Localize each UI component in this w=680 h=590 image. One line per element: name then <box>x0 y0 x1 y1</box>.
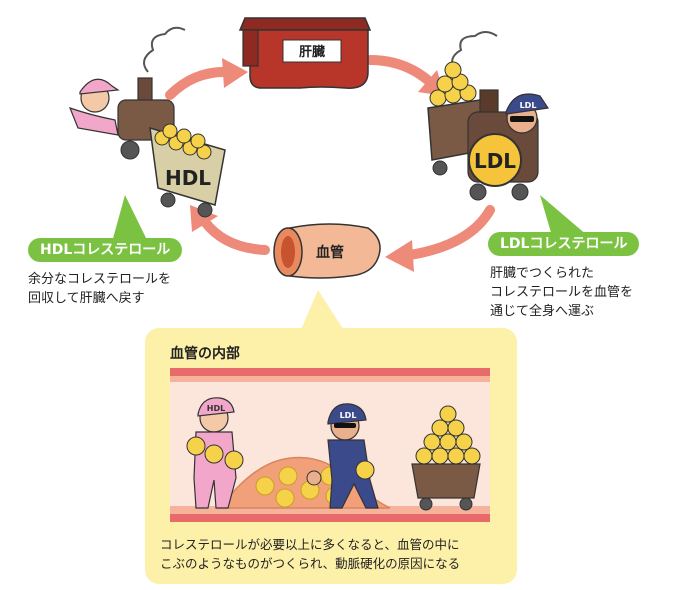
panel-caption: コレステロールが必要以上に多くなると、血管の中に こぶのようなものがつくられ、動… <box>160 535 510 573</box>
liver-label: 肝臓 <box>299 44 325 60</box>
liver-building: 肝臓 <box>240 18 370 88</box>
hdl-callout-tail <box>112 195 148 242</box>
vessel-wall-top <box>170 368 490 376</box>
arrow-ldl-to-vessel <box>385 210 490 272</box>
ldl-cap-label: LDL <box>340 411 357 420</box>
ldl-description-line: コレステロールを血管を <box>490 283 633 302</box>
hdl-description-line: 余分なコレステロールを <box>28 270 171 289</box>
panel-caption-line: コレステロールが必要以上に多くなると、血管の中に <box>160 535 510 554</box>
hdl-bubble: HDLコレステロール <box>28 238 182 262</box>
ldl-train: LDL LDL <box>428 32 548 200</box>
ldl-callout-tail <box>540 195 588 236</box>
arrow-liver-to-ldl <box>370 60 445 96</box>
ldl-description-line: 肝臓でつくられた <box>490 264 633 283</box>
panel-title: 血管の内部 <box>170 343 240 363</box>
panel-caption-line: こぶのようなものがつくられ、動脈硬化の原因になる <box>160 554 510 573</box>
blood-vessel: 血管 <box>274 224 380 278</box>
vessel-label: 血管 <box>316 244 344 261</box>
panel-callout-tail <box>300 290 345 330</box>
hdl-cart-label: HDL <box>165 166 211 190</box>
arrow-hdl-to-liver <box>170 58 248 95</box>
hdl-train: HDL <box>70 28 225 217</box>
hdl-cap-label: HDL <box>207 404 225 413</box>
hdl-description-line: 回収して肝臓へ戻す <box>28 289 171 308</box>
vessel-wall-bottom <box>170 514 490 522</box>
ldl-description-line: 通じて全身へ運ぶ <box>490 302 633 321</box>
hdl-description: 余分なコレステロールを 回収して肝臓へ戻す <box>28 270 171 308</box>
ldl-cap-label-top: LDL <box>520 101 537 110</box>
ldl-wheel-label: LDL <box>474 149 516 173</box>
ldl-description: 肝臓でつくられた コレステロールを血管を 通じて全身へ運ぶ <box>490 264 633 321</box>
vessel-interior-illustration: HDL LDL <box>170 368 490 526</box>
ldl-bubble: LDLコレステロール <box>488 232 639 256</box>
